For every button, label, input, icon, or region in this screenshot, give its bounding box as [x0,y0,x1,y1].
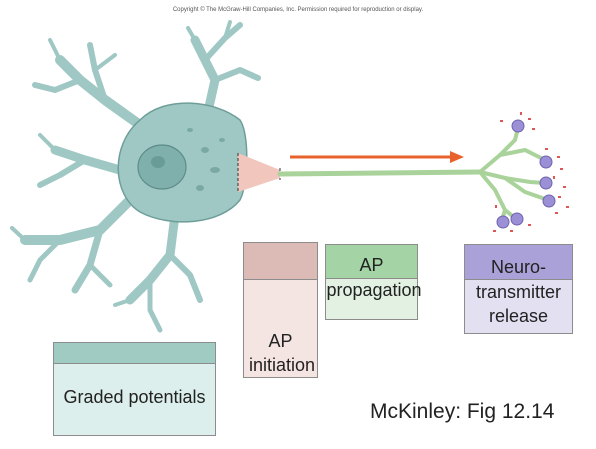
graded-potentials-box: Graded potentials [53,342,216,436]
graded-potentials-header [54,343,215,364]
neurotransmitter-dots [493,112,569,232]
dendrite-branches [10,20,261,333]
nt-release-label-line1: Neuro- [490,257,547,277]
ap-initiation-box: AP initiation [243,242,318,378]
nt-release-label-line3: release [488,306,549,326]
figure-citation: McKinley: Fig 12.14 [370,400,555,423]
ap-propagation-header [326,245,417,279]
graded-potentials-label: Graded potentials [63,387,206,407]
axon-hillock [238,153,280,192]
neurotransmitter-release-box: Neuro- transmitter release [464,244,573,334]
axon-terminal-branches [478,126,550,222]
ap-propagation-label-line2: propagation [326,280,422,300]
ap-propagation-label-line1: AP [359,255,384,275]
nucleus [137,144,187,190]
copyright-notice: Copyright © The McGraw-Hill Companies, I… [172,7,424,13]
axon [277,169,483,177]
ap-initiation-label-line2: initiation [248,355,316,375]
propagation-arrow [290,151,464,163]
organelles [187,128,225,191]
synaptic-terminals [496,119,556,229]
ap-initiation-header [244,243,317,280]
ap-propagation-box: AP propagation [325,244,422,320]
nt-release-label-line2: transmitter [475,282,562,302]
neurotransmitter-release-header [465,245,572,280]
ap-initiation-label-line1: AP [268,331,293,351]
